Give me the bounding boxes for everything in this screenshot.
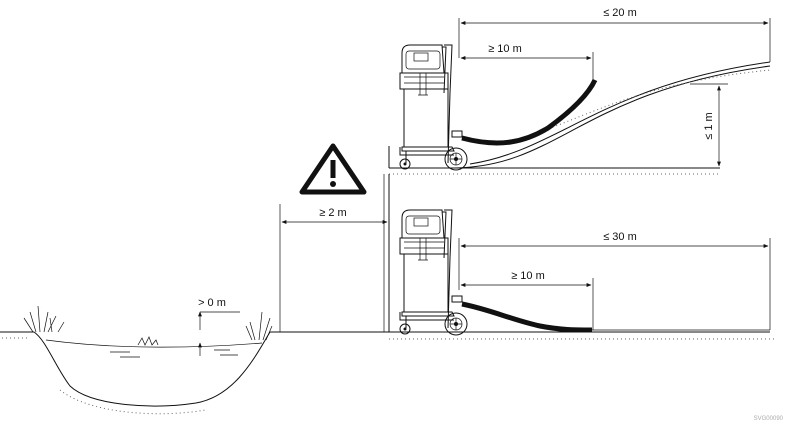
label-min-hose-lower: ≥ 10 m [511,270,545,282]
upper-setup: ≤ 20 m ≥ 10 m ≤ 1 m [388,7,771,175]
pump-lower [399,209,468,336]
label-max-height: ≤ 1 m [703,112,715,139]
pond: > 0 m [0,297,389,415]
label-min-distance: ≥ 2 m [319,207,346,219]
lower-setup: ≤ 30 m ≥ 10 m [383,174,775,340]
pump-upper [399,44,468,171]
label-water-depth: > 0 m [198,297,226,309]
warning-triangle-icon [299,143,367,195]
label-min-hose-upper: ≥ 10 m [488,43,522,55]
min-distance-dimension: ≥ 2 m [279,204,388,332]
label-max-hose-upper: ≤ 20 m [603,7,637,19]
figure-id: SVG00090 [754,416,784,422]
label-max-hose-lower: ≤ 30 m [603,231,637,243]
